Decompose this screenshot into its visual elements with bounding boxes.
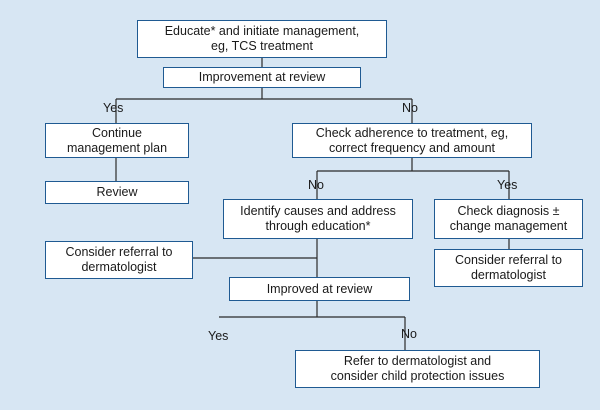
continue-plan-box: Continue management plan: [45, 123, 189, 158]
yes-label: Yes: [208, 329, 229, 343]
referral-left-box: Consider referral to dermatologist: [45, 241, 193, 279]
yes-label: Yes: [103, 101, 124, 115]
improved-review-box: Improved at review: [229, 277, 410, 301]
check-adherence-box: Check adherence to treatment, eg, correc…: [292, 123, 532, 158]
identify-causes-box: Identify causes and address through educ…: [223, 199, 413, 239]
no-label: No: [308, 178, 324, 192]
check-diagnosis-box: Check diagnosis ± change management: [434, 199, 583, 239]
no-label: No: [401, 327, 417, 341]
refer-child-protection-box: Refer to dermatologist and consider chil…: [295, 350, 540, 388]
educate-box: Educate* and initiate management, eg, TC…: [137, 20, 387, 58]
no-label: No: [402, 101, 418, 115]
review-box: Review: [45, 181, 189, 204]
improvement-review-box: Improvement at review: [163, 67, 361, 88]
referral-right-box: Consider referral to dermatologist: [434, 249, 583, 287]
yes-label: Yes: [497, 178, 518, 192]
